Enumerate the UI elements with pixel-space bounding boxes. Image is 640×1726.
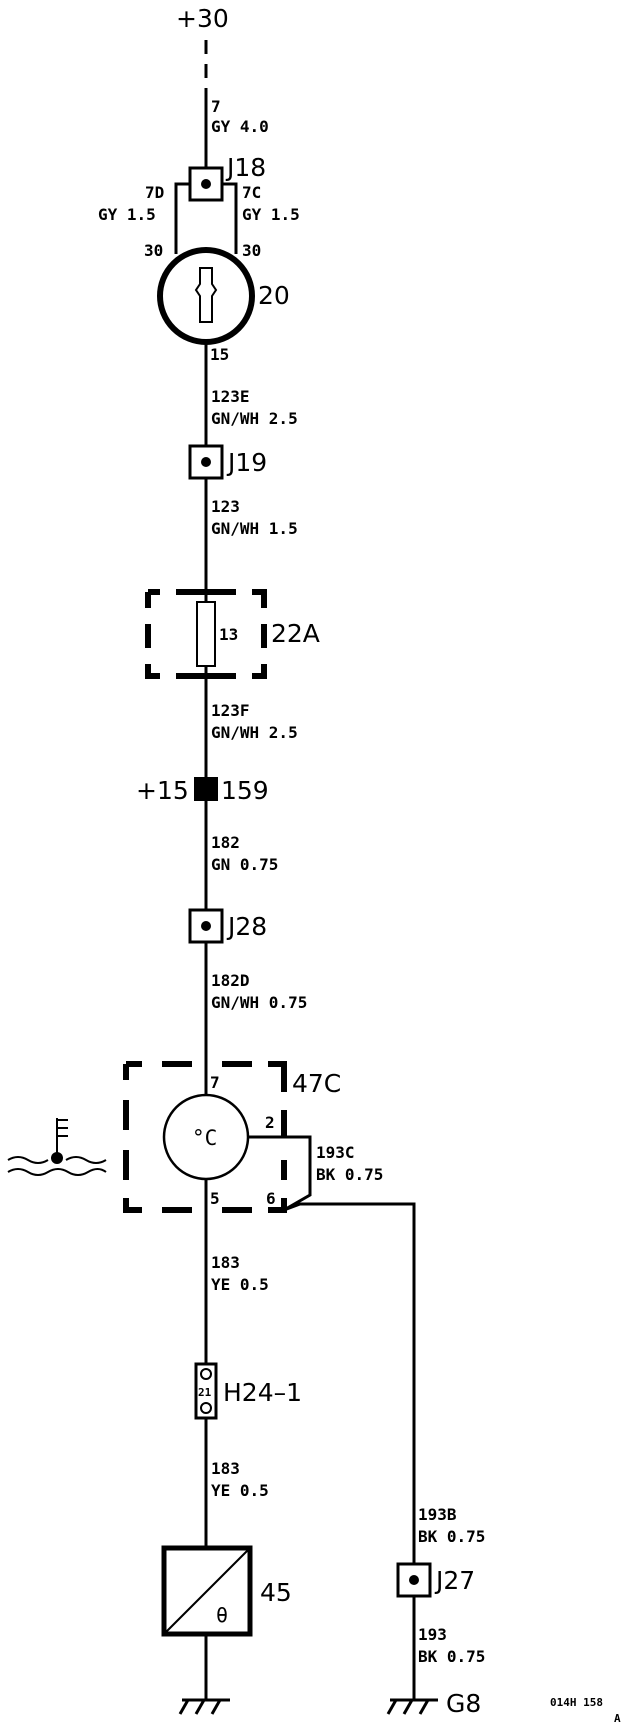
gauge-unit: °C	[192, 1126, 217, 1150]
wire-193b-spec: BK 0.75	[418, 1527, 485, 1546]
wire-183-lower-number: 183	[211, 1459, 240, 1478]
wire-193-spec: BK 0.75	[418, 1647, 485, 1666]
supply-label: +30	[176, 4, 229, 33]
wire-123-spec: GN/WH 1.5	[211, 519, 298, 538]
wire-7-spec: GY 4.0	[211, 117, 269, 136]
gauge-box-outline	[123, 1061, 287, 1213]
wire-182-number: 182	[211, 833, 240, 852]
ignition-key-icon	[194, 267, 218, 323]
gauge-pin-right: 2	[265, 1113, 275, 1132]
wire-193c-spec: BK 0.75	[316, 1165, 383, 1184]
wire-7-number: 7	[211, 97, 221, 116]
junction-j27-dot	[409, 1575, 419, 1585]
junction-j28-label: J28	[226, 912, 267, 941]
ignition-switch-body	[157, 247, 255, 345]
sensor-diagonal	[163, 1547, 251, 1635]
fuse-box-outline	[145, 589, 267, 679]
wire-7c-number: 7C	[242, 183, 261, 202]
gauge-pin-bottom: 5	[210, 1189, 220, 1208]
gauge-id: 47C	[292, 1069, 341, 1098]
wire-193c-number: 193C	[316, 1143, 355, 1162]
fuse-element	[196, 601, 216, 667]
junction-j19-label: J19	[226, 448, 267, 477]
wire-182-spec: GN 0.75	[211, 855, 278, 874]
gauge-pin-ground: 6	[266, 1189, 276, 1208]
coolant-temperature-icon	[7, 1118, 107, 1176]
switch-pin-right: 30	[242, 241, 261, 260]
wire-193b-number: 193B	[418, 1505, 457, 1524]
diagram-code: 014H 158	[550, 1696, 603, 1709]
fuse-number: 13	[219, 625, 238, 644]
wire-7d-number: 7D	[145, 183, 164, 202]
wire-183-upper-number: 183	[211, 1253, 240, 1272]
wire-193c	[283, 1135, 312, 1212]
ignition-switch-id: 20	[258, 281, 290, 310]
junction-j18-dot	[201, 179, 211, 189]
ground-icon	[178, 1698, 230, 1715]
wire-7d-spec: GY 1.5	[98, 205, 156, 224]
wire-123f-spec: GN/WH 2.5	[211, 723, 298, 742]
wire-193b	[283, 1202, 416, 1564]
ground-g8-label: G8	[446, 1689, 481, 1718]
sensor-symbol: θ	[216, 1603, 228, 1627]
wire-7c	[222, 182, 238, 254]
switch-pin-out: 15	[210, 345, 229, 364]
wire-183-lower-spec: YE 0.5	[211, 1481, 269, 1500]
wire-123f-number: 123F	[211, 701, 250, 720]
connector-id: H24–1	[223, 1378, 302, 1407]
connector-pin-number: 21	[198, 1386, 212, 1399]
diagram-revision: A	[614, 1712, 621, 1725]
connector-pin-bottom	[200, 1402, 212, 1414]
sensor-id: 45	[260, 1578, 292, 1607]
junction-j28-dot	[201, 921, 211, 931]
gauge-pin-top: 7	[210, 1073, 220, 1092]
splice-159	[194, 777, 218, 801]
fuse-box-id: 22A	[271, 619, 320, 648]
junction-j18-label: J18	[225, 153, 266, 182]
ground-g8-icon	[386, 1698, 438, 1715]
splice-right-label: 159	[221, 776, 269, 805]
wire-7c-spec: GY 1.5	[242, 205, 300, 224]
wire-123e-number: 123E	[211, 387, 250, 406]
wire-182d-spec: GN/WH 0.75	[211, 993, 307, 1012]
wire-123-number: 123	[211, 497, 240, 516]
junction-j27-label: J27	[434, 1566, 475, 1595]
wire-183-upper-spec: YE 0.5	[211, 1275, 269, 1294]
wire-193-number: 193	[418, 1625, 447, 1644]
splice-left-label: +15	[136, 776, 189, 805]
wire-123e-spec: GN/WH 2.5	[211, 409, 298, 428]
connector-pin-top	[200, 1368, 212, 1380]
switch-pin-left: 30	[144, 241, 163, 260]
junction-j19-dot	[201, 457, 211, 467]
wire-7d	[174, 182, 190, 254]
wire-182d-number: 182D	[211, 971, 250, 990]
